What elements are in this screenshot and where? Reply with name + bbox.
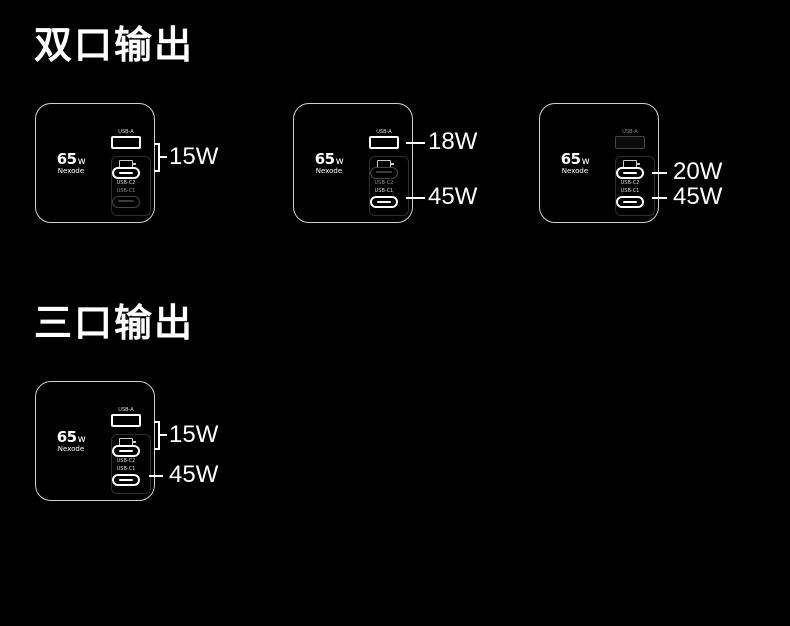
output-wattage-label: 15W bbox=[169, 421, 219, 448]
usb-c2-port bbox=[616, 167, 644, 179]
port-label-usb-c2: USB-C2 bbox=[620, 180, 640, 186]
usb-a-port bbox=[369, 136, 399, 149]
output-line bbox=[158, 156, 167, 158]
usb-c-group bbox=[615, 156, 655, 216]
usb-c1-port bbox=[112, 474, 140, 486]
section-title-triple-output: 三口输出 bbox=[34, 301, 195, 345]
port-label-usb-c2: USB-C2 bbox=[374, 180, 394, 186]
usb-a-port bbox=[111, 414, 141, 427]
charger-wattage: 65 bbox=[56, 428, 77, 446]
usb-c-group bbox=[369, 156, 409, 216]
usb-c-group bbox=[111, 434, 151, 494]
charger-wattage: 65 bbox=[560, 150, 581, 168]
port-label-usb-a: USB-A bbox=[118, 407, 134, 413]
port-label-usb-c1: USB-C1 bbox=[116, 466, 136, 472]
usb-c2-port bbox=[112, 167, 140, 179]
usb-c1-port bbox=[112, 196, 140, 208]
output-line bbox=[158, 434, 167, 436]
charger-brand: 65w Nexode bbox=[51, 152, 91, 175]
output-line bbox=[406, 197, 425, 199]
output-line bbox=[652, 197, 667, 199]
usb-c2-port bbox=[370, 167, 398, 179]
usb-c1-port bbox=[370, 196, 398, 208]
charger-brand: 65w Nexode bbox=[51, 430, 91, 453]
charger-wattage-unit: w bbox=[581, 156, 590, 167]
charger-wattage-unit: w bbox=[335, 156, 344, 167]
charger-wattage: 65 bbox=[314, 150, 335, 168]
output-line bbox=[149, 475, 163, 477]
port-label-usb-c2: USB-C2 bbox=[116, 180, 136, 186]
charger-brand-name: Nexode bbox=[57, 445, 85, 453]
output-line bbox=[652, 172, 667, 174]
charger-brand: 65w Nexode bbox=[309, 152, 349, 175]
charger-wattage-unit: w bbox=[77, 434, 86, 445]
port-label-usb-a: USB-A bbox=[118, 129, 134, 135]
usb-a-port bbox=[615, 136, 645, 149]
charger-wattage-unit: w bbox=[77, 156, 86, 167]
charger-brand-name: Nexode bbox=[561, 167, 589, 175]
usb-a-port bbox=[111, 136, 141, 149]
port-label-usb-c1: USB-C1 bbox=[374, 188, 394, 194]
charger-brand-name: Nexode bbox=[315, 167, 343, 175]
port-label-usb-c2: USB-C2 bbox=[116, 458, 136, 464]
port-label-usb-a: USB-A bbox=[622, 129, 638, 135]
output-wattage-label: 45W bbox=[673, 183, 723, 210]
port-label-usb-a: USB-A bbox=[376, 129, 392, 135]
charger-diagram: 65w Nexode USB-A USB-C2 USB-C1 bbox=[35, 103, 155, 223]
charger-diagram: 65w Nexode USB-A USB-C2 USB-C1 bbox=[35, 381, 155, 501]
output-wattage-label: 15W bbox=[169, 143, 219, 170]
charger-brand: 65w Nexode bbox=[555, 152, 595, 175]
usb-c2-port bbox=[112, 445, 140, 457]
charger-diagram: 65w Nexode USB-A USB-C2 USB-C1 bbox=[539, 103, 659, 223]
charger-brand-name: Nexode bbox=[57, 167, 85, 175]
output-line bbox=[406, 142, 425, 144]
port-label-usb-c1: USB-C1 bbox=[620, 188, 640, 194]
usb-c1-port bbox=[616, 196, 644, 208]
output-wattage-label: 45W bbox=[169, 461, 219, 488]
charger-diagram: 65w Nexode USB-A USB-C2 USB-C1 bbox=[293, 103, 413, 223]
usb-c-group bbox=[111, 156, 151, 216]
output-wattage-label: 45W bbox=[428, 183, 478, 210]
charger-wattage: 65 bbox=[56, 150, 77, 168]
output-wattage-label: 20W bbox=[673, 158, 723, 185]
output-wattage-label: 18W bbox=[428, 128, 478, 155]
section-title-dual-output: 双口输出 bbox=[34, 23, 195, 67]
port-label-usb-c1: USB-C1 bbox=[116, 188, 136, 194]
